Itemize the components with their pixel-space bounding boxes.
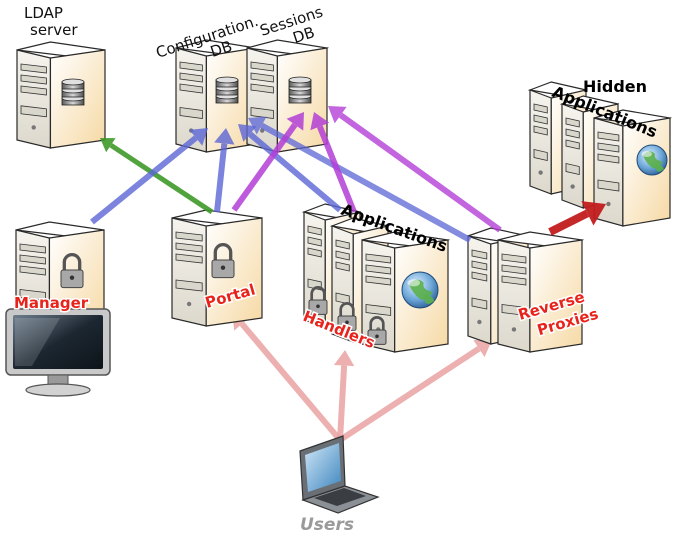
padlock-icon: [367, 316, 387, 345]
padlock-icon: [308, 286, 328, 315]
connection-links: [90, 106, 606, 243]
users-laptop-icon: [299, 435, 380, 514]
sessions-db-label: Sessions DB: [258, 1, 335, 56]
users-label: Users: [300, 515, 354, 533]
proxies-to-sessions-arrow: [328, 106, 502, 233]
reverse-proxy-server-icon-2: [497, 231, 585, 353]
globe-icon: [401, 271, 439, 309]
proxies-to-hidden-arrow: [548, 201, 606, 236]
portal-to-ldap-arrow: [100, 138, 214, 215]
globe-icon: [636, 144, 668, 176]
database-icon: [215, 76, 239, 104]
user-links: [232, 312, 492, 443]
manager-monitor-icon: [5, 308, 111, 397]
ldap-server-icon: [16, 41, 106, 149]
portal-to-sessions-arrow: [231, 112, 304, 212]
proxies-to-config-arrow: [248, 116, 472, 243]
padlock-icon: [60, 253, 84, 289]
database-icon: [61, 78, 85, 106]
users-to-proxies-arrow: [338, 340, 492, 443]
padlock-icon: [337, 302, 357, 331]
users-to-handlers-arrow: [333, 350, 355, 441]
manager-to-config-arrow: [90, 128, 208, 225]
servers: [15, 39, 672, 353]
padlock-icon: [211, 243, 235, 279]
applications-to-sessions-arrow: [310, 112, 357, 214]
ldap-server-label: LDAP server: [24, 4, 78, 39]
hidden-applications-label: Hidden: [583, 77, 647, 96]
database-icon: [288, 76, 312, 104]
applications-to-config-arrow: [238, 124, 342, 213]
manager-label: Manager: [14, 294, 89, 312]
portal-to-config-arrow: [214, 128, 235, 213]
